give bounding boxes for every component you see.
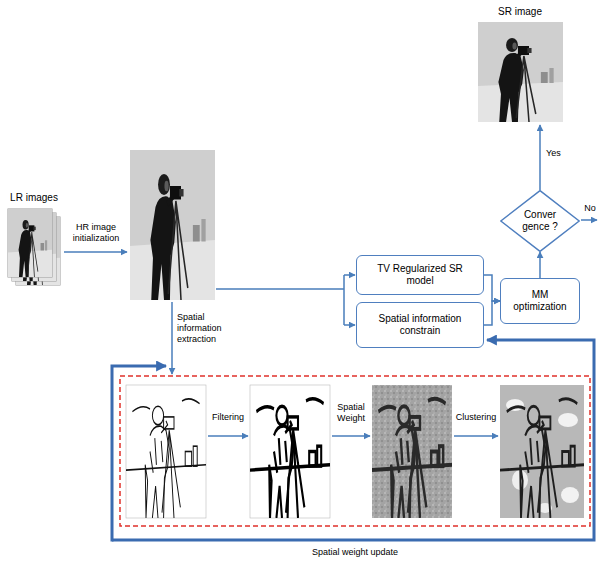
loop-label: Spatial weight update [255, 547, 455, 558]
arrow-label: Spatial Weight [330, 402, 372, 424]
flow-arrow [208, 435, 248, 437]
loop-arrow [112, 340, 594, 540]
connector-arrow [484, 301, 500, 325]
arrow-label: Spatial information extraction [177, 312, 237, 344]
node-text-group: Spatial information constrain [357, 313, 483, 337]
flow-arrow [539, 125, 541, 190]
arrow-label: Filtering [206, 412, 250, 423]
node-text-group: TV Regularized SR model [357, 263, 483, 287]
flow-arrow [171, 302, 173, 374]
node-text-group: Conver gence ? [517, 209, 563, 233]
sr-image [478, 22, 563, 122]
diamond-shape [501, 191, 579, 252]
connector-arrow [484, 275, 500, 301]
arrow-label: HR image initialization [62, 222, 130, 244]
flow-arrow [332, 435, 370, 437]
process-box: Spatial information constrain [356, 302, 484, 348]
image-caption: SR image [470, 6, 570, 18]
process-box: TV Regularized SR model [356, 255, 484, 295]
flow-arrow [344, 324, 355, 326]
node-text-group: MM optimization [501, 289, 579, 313]
loop-arrow [112, 366, 166, 542]
branch-label: No [581, 203, 599, 214]
node-text: Conver gence ? [517, 209, 563, 233]
decision-diamond: Conver gence ? [500, 190, 580, 252]
lr-image [8, 209, 52, 277]
edge-image [126, 385, 206, 518]
weight-image [372, 385, 452, 518]
lr-image-stack [8, 209, 60, 285]
flow-arrow [64, 251, 127, 253]
process-box: MM optimization [500, 278, 580, 324]
flow-arrow [454, 435, 498, 437]
flow-arrow [581, 219, 597, 221]
image-frame [8, 209, 52, 277]
branch-label: Yes [546, 148, 570, 159]
node-text: MM optimization [507, 289, 573, 313]
feedback-loop [112, 340, 594, 542]
connector-arrow [539, 252, 541, 278]
flow-arrow [344, 274, 355, 276]
dashed-region [120, 376, 590, 526]
image-caption: LR images [4, 192, 64, 204]
flow-arrows [64, 125, 597, 436]
cluster-image [500, 385, 584, 518]
node-text: TV Regularized SR model [363, 263, 477, 287]
node-text: Spatial information constrain [363, 313, 477, 337]
arrow-label: Clustering [452, 412, 500, 423]
filtered-image [250, 385, 330, 518]
hr-image [130, 150, 215, 300]
split-bracket [216, 275, 344, 325]
